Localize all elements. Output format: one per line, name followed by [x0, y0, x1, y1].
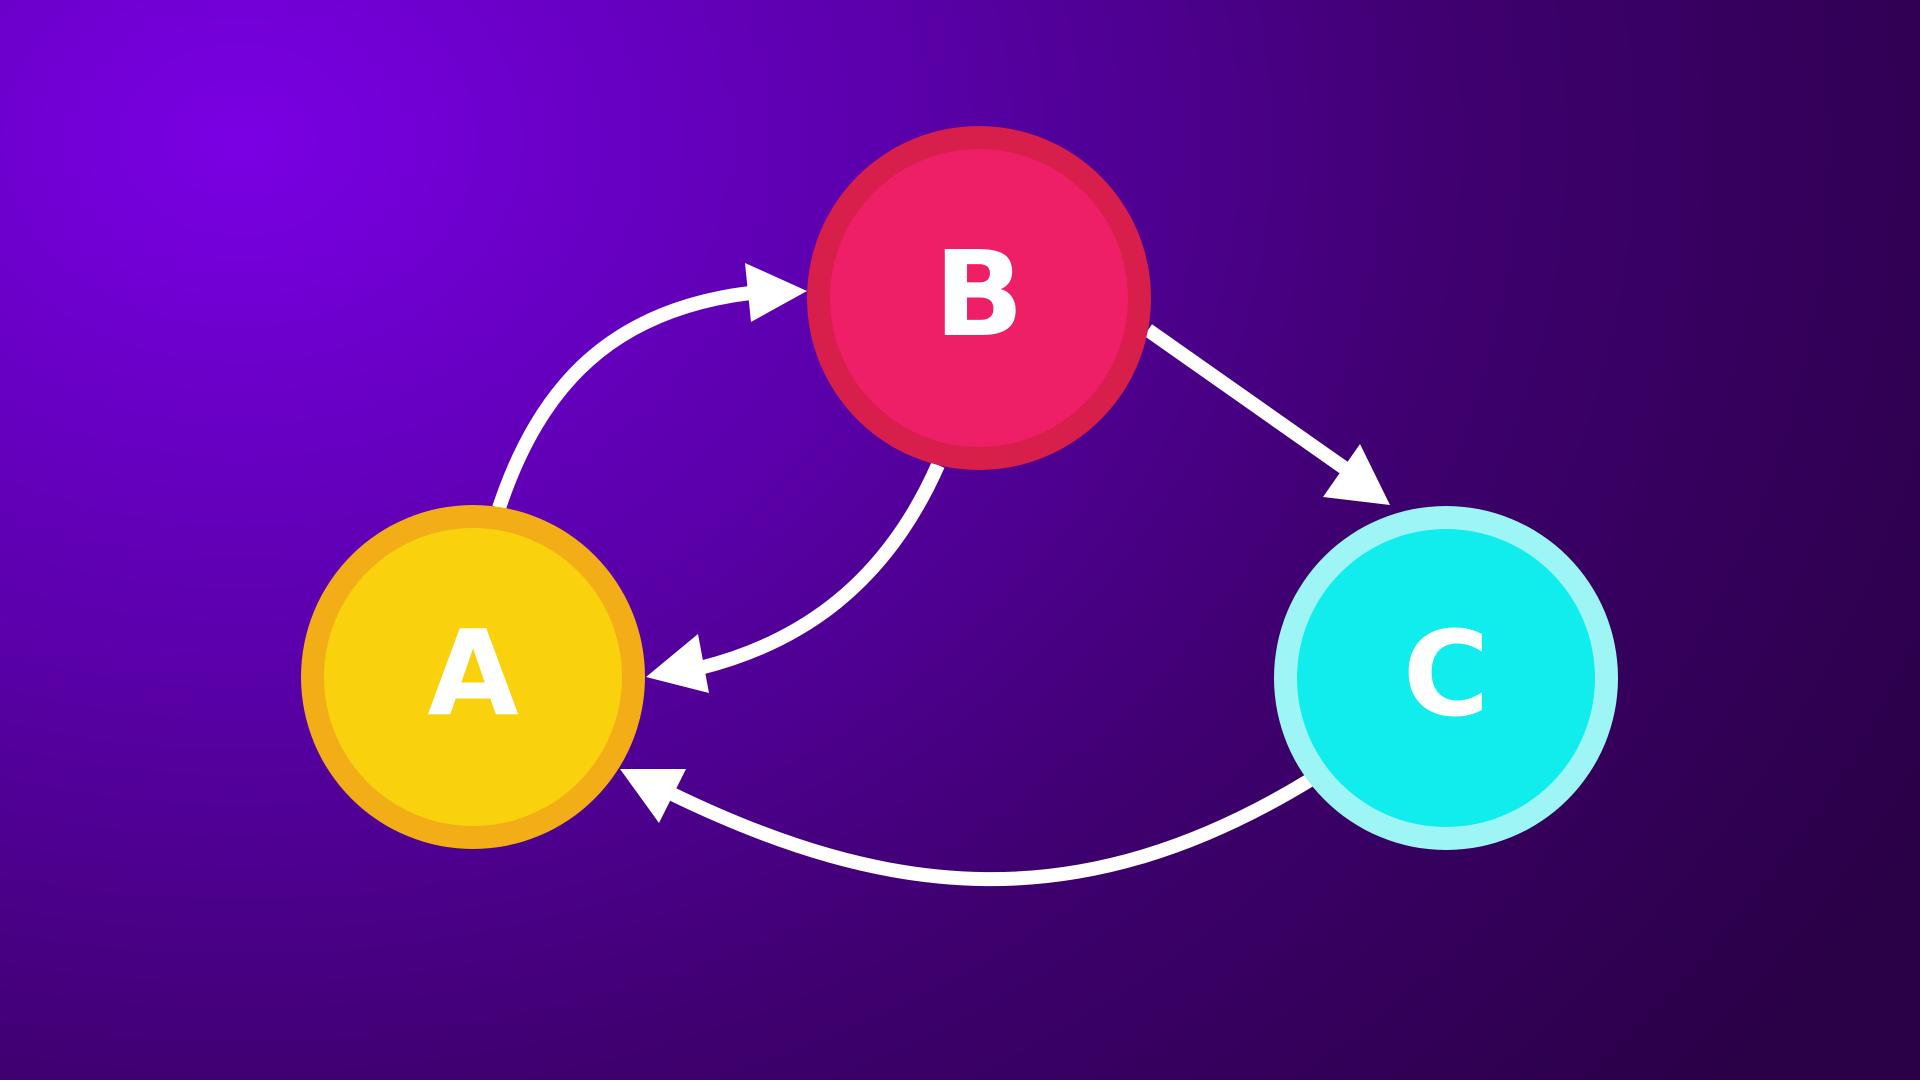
edge-b-to-c-arrowhead [1323, 444, 1390, 505]
node-b-fill [830, 149, 1128, 447]
edge-c-to-a-arrowhead [620, 769, 686, 823]
node-a-fill [324, 528, 622, 826]
node-a-label: A [427, 604, 518, 742]
edge-b-to-c-line [1143, 324, 1355, 478]
node-b-label: B [934, 225, 1024, 363]
node-b: B [807, 126, 1151, 470]
edge-b-to-a-arrowhead [646, 634, 709, 693]
edge-a-to-b [492, 263, 807, 511]
edge-a-to-b-line [492, 286, 751, 511]
node-c: C [1274, 506, 1618, 850]
edge-a-to-b-arrowhead [745, 263, 807, 322]
node-c-fill [1297, 529, 1595, 827]
node-a: A [301, 505, 645, 849]
edge-b-to-c [1143, 324, 1390, 505]
node-c-label: C [1403, 605, 1490, 743]
edge-b-to-a-line [698, 462, 945, 675]
edge-c-to-a-line [666, 774, 1314, 887]
edge-c-to-a [620, 769, 1314, 887]
edge-b-to-a [646, 462, 945, 693]
